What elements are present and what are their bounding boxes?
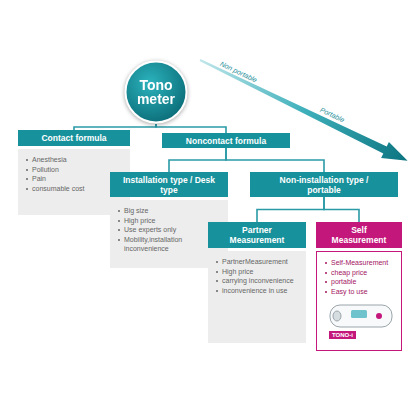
bullet-dot xyxy=(118,220,120,222)
bullet-dot xyxy=(216,290,218,292)
bullet-dot xyxy=(26,159,28,161)
list-item: High price xyxy=(118,216,222,226)
list-text: consumable cost xyxy=(32,184,85,194)
list-text: Self-Measurement xyxy=(331,258,388,268)
bullet-dot xyxy=(26,169,28,171)
bullet-dot xyxy=(118,210,120,212)
tree-connector xyxy=(169,148,226,172)
tono-i-device xyxy=(327,300,397,334)
box-header: Installation type / Desk type xyxy=(110,172,228,197)
list-item: carrying inconvenience xyxy=(216,276,300,286)
box-header: Non-installation type / portable xyxy=(250,172,398,197)
list-text: cheap price xyxy=(331,268,367,278)
box-header: Self Measurement xyxy=(316,222,402,248)
bullet-dot xyxy=(216,280,218,282)
list-text: inconvenience in use xyxy=(222,286,287,296)
category-box: Non-installation type / portable xyxy=(250,172,398,197)
root-circle: Tono meter xyxy=(124,60,188,124)
category-box: Partner MeasurementPartnerMeasurementHig… xyxy=(208,222,306,343)
bullet-dot xyxy=(216,271,218,273)
list-item: Big size xyxy=(118,206,222,216)
list-item: Self-Measurement xyxy=(325,258,395,268)
header-text: Contact formula xyxy=(41,133,106,143)
list-item: PartnerMeasurement xyxy=(216,257,300,267)
list-text: High price xyxy=(124,216,156,226)
header-text: Noncontact formula xyxy=(186,136,266,146)
list-text: Big size xyxy=(124,206,149,216)
list-text: High price xyxy=(222,267,254,277)
list-text: PartnerMeasurement xyxy=(222,257,288,267)
list-item: High price xyxy=(216,267,300,277)
bullet-dot xyxy=(118,239,120,241)
box-body: Self-Measurementcheap priceportableEasy … xyxy=(316,251,402,351)
bullet-dot xyxy=(325,272,327,274)
header-text: Installation type / Desk type xyxy=(116,175,222,195)
list-item: Easy to use xyxy=(325,287,395,297)
header-text: Non-installation type / portable xyxy=(272,175,376,195)
list-item: Use experts only xyxy=(118,225,222,235)
bullet-dot xyxy=(325,281,327,283)
header-text: Self Measurement xyxy=(328,225,390,245)
category-box: Self MeasurementSelf-Measurementcheap pr… xyxy=(316,222,402,351)
tree-connector xyxy=(156,124,226,133)
list-text: Pollution xyxy=(32,165,59,175)
list-item: portable xyxy=(325,277,395,287)
root-title: Tono meter xyxy=(131,78,181,106)
bullet-dot xyxy=(118,229,120,231)
bullet-dot xyxy=(26,188,28,190)
list-item: Anesthesia xyxy=(26,155,124,165)
device-button xyxy=(376,313,382,319)
list-item: cheap price xyxy=(325,268,395,278)
bullet-dot xyxy=(216,261,218,263)
bullet-dot xyxy=(26,178,28,180)
list-text: Use experts only xyxy=(124,225,176,235)
box-header: Partner Measurement xyxy=(208,222,306,248)
list-text: Easy to use xyxy=(331,287,368,297)
circle-text-wrap: Tono meter xyxy=(124,60,188,124)
tree-connector xyxy=(257,197,324,222)
box-body: PartnerMeasurementHigh pricecarrying inc… xyxy=(208,251,306,343)
list-text: portable xyxy=(331,277,356,287)
box-header: Noncontact formula xyxy=(162,133,290,148)
tree-connector xyxy=(226,148,324,172)
circle-shape xyxy=(126,62,187,123)
bullet-dot xyxy=(325,262,327,264)
box-header: Contact formula xyxy=(18,130,130,146)
header-text: Partner Measurement xyxy=(220,225,294,245)
device-screen xyxy=(351,310,367,318)
list-item: inconvenience in use xyxy=(216,286,300,296)
list-item: Mobility,installation inconvenience xyxy=(118,235,222,254)
device-nozzle xyxy=(333,311,341,321)
tree-connector xyxy=(324,197,359,222)
category-box: Noncontact formula xyxy=(162,133,290,148)
list-text: Pain xyxy=(32,174,46,184)
bullet-dot xyxy=(325,291,327,293)
device-tag: TONO-i xyxy=(329,331,356,339)
device-illustration: TONO-i xyxy=(325,300,395,344)
list-text: Anesthesia xyxy=(32,155,67,165)
list-text: carrying inconvenience xyxy=(222,276,294,286)
device-body xyxy=(330,305,392,327)
